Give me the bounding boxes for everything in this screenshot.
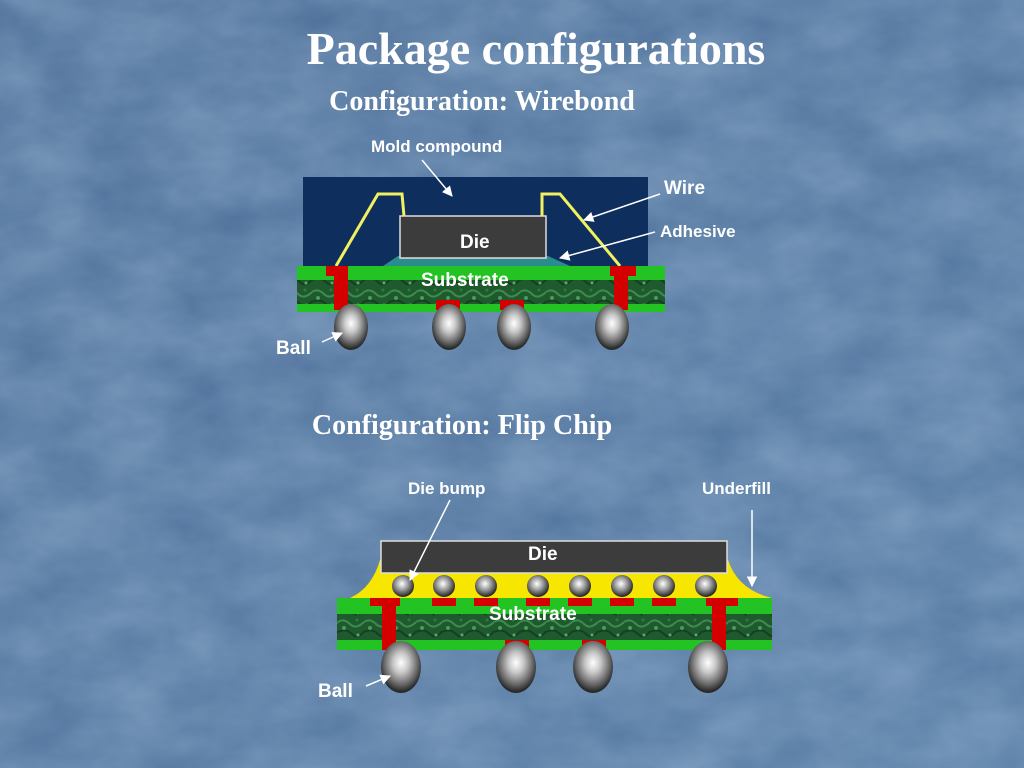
wirebond-via-left-vert (334, 266, 348, 310)
wirebond-substrate-core (297, 280, 665, 304)
bump-pad (652, 598, 676, 606)
die-bump (475, 575, 497, 597)
leader-wire (583, 193, 661, 222)
wirebond-heading: Configuration: Wirebond (329, 86, 635, 117)
flipchip-substrate-core (337, 614, 772, 640)
bond-wire-left (334, 192, 406, 267)
label-mold-compound: Mold compound (371, 137, 503, 156)
solder-ball (432, 304, 466, 350)
wirebond-via-right-vert (614, 266, 628, 310)
flipchip-via-left (382, 598, 396, 650)
die-bump (611, 575, 633, 597)
solder-ball (497, 304, 531, 350)
flipchip-die (380, 540, 728, 574)
leader-mold (421, 159, 453, 197)
bump-pad (432, 598, 456, 606)
solder-ball (381, 641, 421, 693)
die-bump (569, 575, 591, 597)
solder-ball (688, 641, 728, 693)
leader-die-bump (409, 499, 451, 581)
die-bumps (392, 575, 717, 597)
leader-ball-fc (365, 674, 391, 687)
flipchip-heading: Configuration: Flip Chip (311, 410, 613, 441)
leader-adhesive (558, 231, 656, 261)
label-ball-flipchip: Ball (318, 681, 353, 702)
label-ball-wirebond: Ball (276, 338, 311, 359)
solder-ball (334, 304, 368, 350)
wirebond-die (399, 215, 547, 259)
page-title: Package configurations (306, 23, 766, 74)
wirebond-diagram (297, 159, 665, 350)
die-bump (695, 575, 717, 597)
die-bump (653, 575, 675, 597)
die-bump (433, 575, 455, 597)
solder-ball (573, 641, 613, 693)
flipchip-substrate-bottom (337, 640, 772, 650)
label-die-flipchip: Die (528, 544, 558, 565)
label-adhesive: Adhesive (660, 222, 736, 241)
label-substrate-wirebond: Substrate (421, 270, 509, 291)
solder-ball (595, 304, 629, 350)
die-bump (392, 575, 414, 597)
flipchip-via-right (712, 598, 726, 650)
wirebond-substrate-top (297, 266, 665, 280)
bump-pad (526, 598, 550, 606)
wirebond-substrate-bottom (297, 304, 665, 312)
bump-pad (568, 598, 592, 606)
label-underfill: Underfill (702, 479, 771, 498)
label-die-bump: Die bump (408, 479, 486, 498)
solder-ball (496, 641, 536, 693)
die-bump (527, 575, 549, 597)
label-wire: Wire (664, 178, 706, 199)
leader-ball (321, 332, 343, 343)
bump-pad (474, 598, 498, 606)
flipchip-diagram (337, 499, 772, 693)
label-substrate-flipchip: Substrate (489, 604, 577, 625)
bond-wire-right (540, 192, 622, 267)
label-die-wirebond: Die (460, 232, 490, 253)
bump-pad (610, 598, 634, 606)
